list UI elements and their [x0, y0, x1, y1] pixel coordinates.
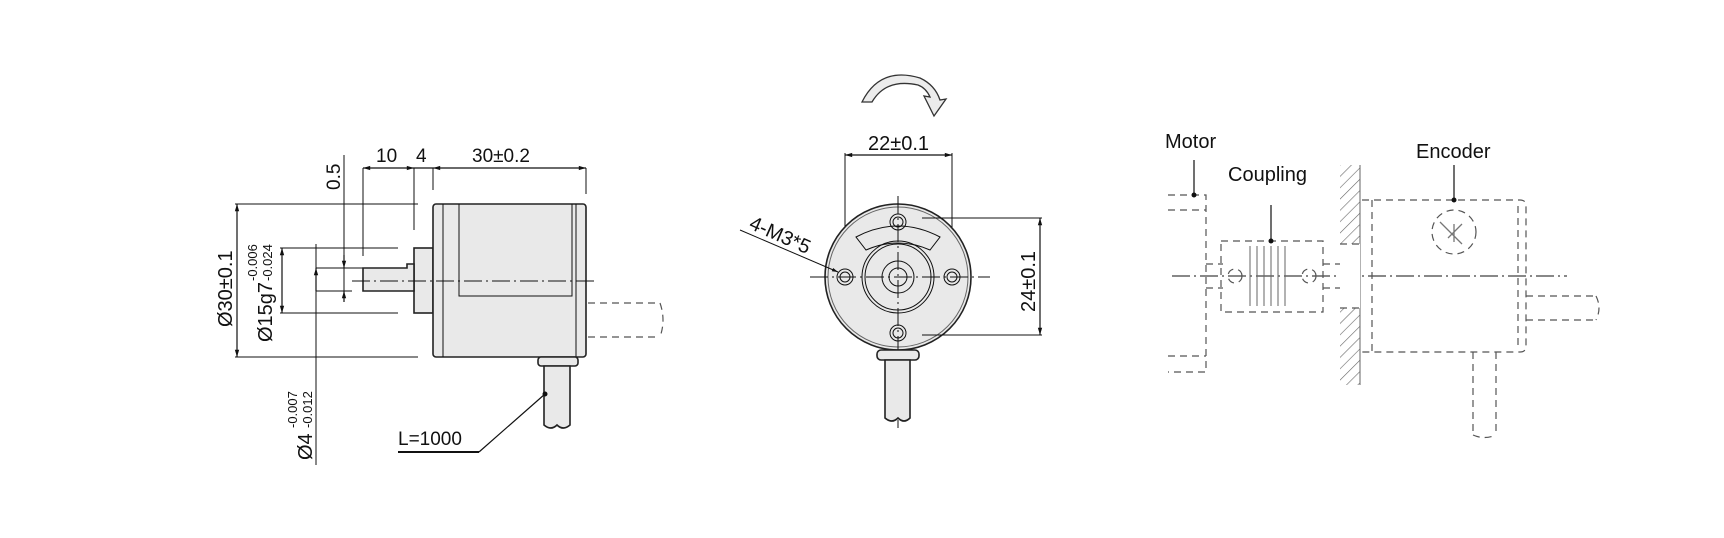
dim-4: 4	[416, 146, 427, 167]
side-view: 10 4 30±0.2 0.5 Ø30±0.1 Ø15g7 -0.006 -0.…	[215, 146, 664, 465]
encoder-label: Encoder	[1416, 141, 1491, 163]
motor-label: Motor	[1165, 131, 1216, 153]
dim-shaft-tol-lower: -0.012	[300, 391, 315, 428]
rotation-arrow-icon	[860, 74, 948, 118]
dim-hole-spacing-h: 22±0.1	[868, 133, 929, 155]
dim-30: 30±0.2	[472, 146, 530, 167]
dim-10: 10	[376, 146, 397, 167]
dim-pilot-diameter: Ø15g7	[255, 282, 277, 342]
dim-shaft-tol-upper: -0.007	[285, 391, 300, 428]
motor-outline	[1168, 194, 1223, 373]
coupling-slots	[1249, 246, 1286, 306]
dim-hole-spacing-v: 24±0.1	[1018, 251, 1040, 312]
dim-body-diameter: Ø30±0.1	[215, 250, 237, 327]
dim-0-5: 0.5	[324, 164, 345, 190]
dim-pilot-tol-lower: -0.024	[260, 244, 275, 281]
cable-length-label: L=1000	[398, 429, 462, 450]
installation-view: Motor Coupling Encoder	[1165, 131, 1600, 439]
mount-holes-label: 4-M3*5	[746, 212, 814, 258]
coupling-label: Coupling	[1228, 164, 1307, 186]
dim-pilot-tol-upper: -0.006	[245, 244, 260, 281]
dim-shaft-diameter: Ø4	[295, 433, 317, 460]
encoder-outline	[1362, 199, 1527, 353]
front-view: 22±0.1 24±0.1 4-M3*5	[739, 74, 1043, 428]
